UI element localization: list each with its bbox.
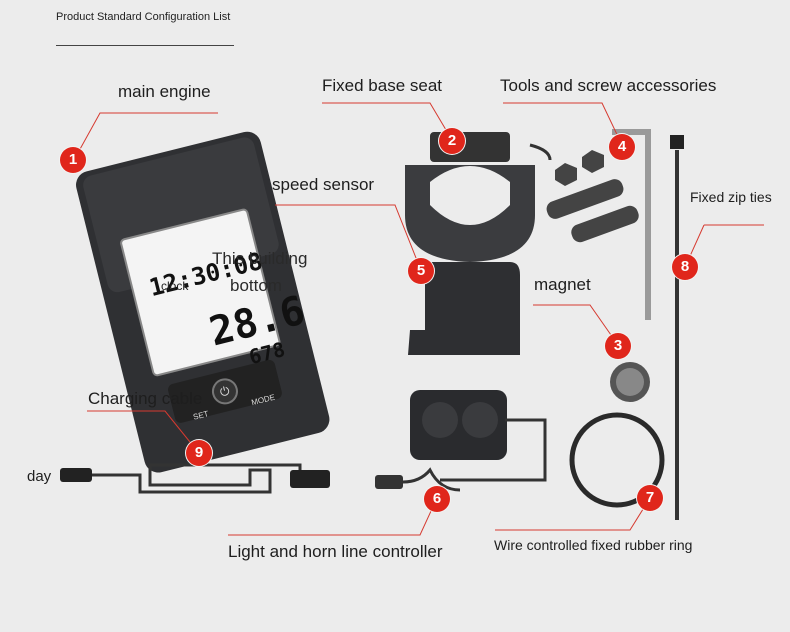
- item-number-badge: 9: [186, 440, 212, 466]
- main-engine-device: [76, 131, 330, 473]
- charging-cable-part: [60, 463, 330, 494]
- label-fixed-base-seat: Fixed base seat: [322, 76, 443, 95]
- screw-accessories: [546, 150, 639, 243]
- label-speed-sensor: speed sensor: [272, 175, 375, 194]
- item-number-badge: 5: [408, 258, 434, 284]
- overlay-text-clock: clock: [161, 279, 189, 293]
- label-tools-screw-accessories: Tools and screw accessories: [500, 76, 717, 95]
- item-number-badge: 1: [60, 147, 86, 173]
- title-underline: [56, 45, 234, 46]
- speed-sensor-part: [408, 262, 520, 355]
- label-zip-ties: Fixed zip ties: [690, 189, 772, 205]
- label-rubber-ring: Wire controlled fixed rubber ring: [494, 537, 693, 553]
- power-icon: ⏻: [218, 383, 231, 399]
- label-magnet: magnet: [534, 275, 591, 294]
- item-number-badge: 6: [424, 486, 450, 512]
- hex-key: [612, 129, 651, 320]
- rubber-ring-part: [569, 412, 665, 508]
- zip-tie-part: [670, 135, 684, 520]
- overlay-text-day: day: [27, 468, 52, 485]
- magnet-part: [610, 362, 650, 402]
- overlay-text-building: This building: [212, 249, 308, 268]
- item-number-badge: 2: [439, 128, 465, 154]
- item-number-badge: 4: [609, 134, 635, 160]
- page-title: Product Standard Configuration List: [56, 11, 231, 23]
- set-button-label: SET: [192, 409, 209, 422]
- label-main-engine: main engine: [118, 82, 211, 101]
- item-number-badge: 7: [637, 485, 663, 511]
- base-seat-part: [405, 132, 552, 262]
- item-number-badge: 8: [672, 254, 698, 280]
- overlay-text-bottom: bottom: [230, 276, 282, 295]
- label-charging-cable: Charging cable: [88, 389, 203, 408]
- controller-part: [375, 390, 547, 492]
- item-number-badge: 3: [605, 333, 631, 359]
- label-light-horn-controller: Light and horn line controller: [228, 542, 443, 561]
